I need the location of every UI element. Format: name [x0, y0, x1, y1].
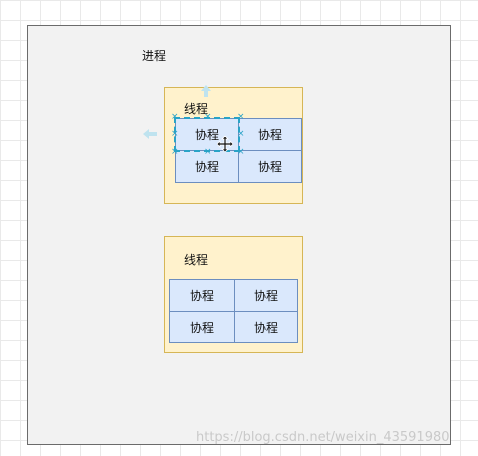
connect-arrow-left-icon[interactable] — [142, 128, 158, 140]
coroutine-label: 协程 — [189, 320, 214, 335]
coroutine-cell-2-2[interactable]: 协程 — [234, 279, 298, 312]
resize-handle[interactable]: × — [171, 112, 179, 122]
coroutine-cell-2-4[interactable]: 协程 — [234, 311, 298, 343]
thread-label-2: 线程 — [184, 253, 209, 267]
coroutine-label: 协程 — [194, 128, 219, 142]
resize-handle[interactable]: × — [237, 147, 245, 157]
coroutine-label: 协程 — [257, 128, 282, 142]
coroutine-label: 协程 — [253, 289, 278, 303]
coroutine-cell-1-4[interactable]: 协程 — [238, 150, 302, 183]
coroutine-label: 协程 — [257, 160, 282, 174]
move-cursor-icon — [217, 136, 233, 152]
selection-frame[interactable] — [174, 117, 240, 152]
resize-handle[interactable]: × — [237, 129, 245, 139]
connect-arrow-up-icon[interactable] — [199, 84, 213, 98]
resize-handle[interactable]: × — [204, 112, 212, 122]
coroutine-cell-2-1[interactable]: 协程 — [169, 279, 235, 312]
coroutine-label: 协程 — [253, 320, 278, 335]
process-label: 进程 — [142, 49, 167, 63]
coroutine-label: 协程 — [189, 289, 214, 303]
resize-handle[interactable]: × — [171, 147, 179, 157]
coroutine-label: 协程 — [194, 160, 219, 174]
thread-label-1: 线程 — [184, 102, 209, 116]
coroutine-cell-1-1[interactable]: 协程 — [175, 118, 239, 151]
resize-handle[interactable]: × — [237, 112, 245, 122]
coroutine-cell-2-3[interactable]: 协程 — [169, 311, 235, 343]
coroutine-cell-1-2[interactable]: 协程 — [238, 118, 302, 151]
watermark-text: https://blog.csdn.net/weixin_43591980 — [196, 430, 450, 445]
resize-handle[interactable]: × — [204, 147, 212, 157]
resize-handle[interactable]: × — [171, 129, 179, 139]
